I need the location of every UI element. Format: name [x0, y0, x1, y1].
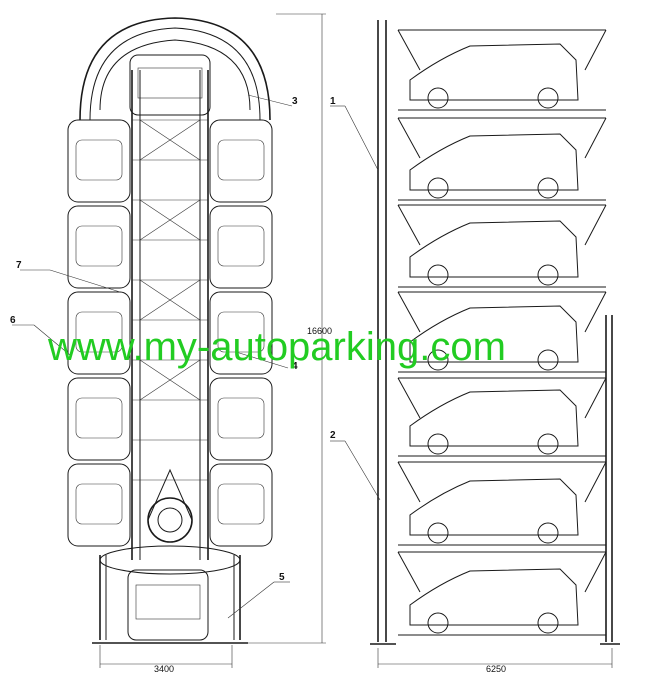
callout-4: 4 — [292, 361, 298, 372]
callout-3: 3 — [292, 96, 298, 107]
pallet-2 — [397, 117, 607, 201]
pallet-3 — [397, 204, 607, 288]
callout-6: 6 — [10, 315, 16, 326]
pallet-1 — [397, 29, 607, 111]
pallet-7 — [397, 551, 607, 636]
callout-2: 2 — [330, 430, 336, 441]
side-width-dim: 6250 — [486, 664, 506, 674]
front-width-dim: 3400 — [154, 664, 174, 674]
central-lattice — [131, 70, 209, 560]
callout-7: 7 — [16, 260, 22, 271]
callout-1: 1 — [330, 96, 336, 107]
front-height-dim: 16600 — [307, 326, 332, 336]
right-cabins — [209, 119, 273, 547]
pallet-5 — [397, 377, 607, 457]
pallet-4 — [397, 291, 607, 373]
pallet-6 — [397, 461, 607, 546]
side-view: 6250 1 2 — [330, 20, 620, 674]
front-view: 3400 16600 3 7 6 4 5 — [10, 13, 332, 674]
left-cabins — [67, 119, 131, 547]
watermark: www.my-autoparking.com — [47, 325, 506, 369]
callout-5: 5 — [279, 572, 285, 583]
